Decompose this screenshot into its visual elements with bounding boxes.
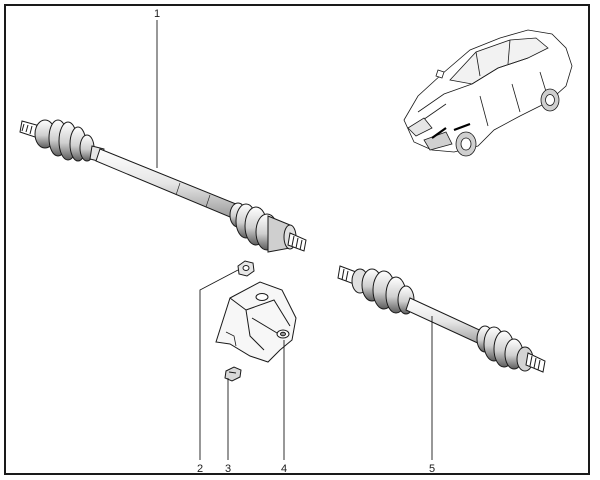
bearing-bracket xyxy=(215,281,297,363)
right-drive-shaft xyxy=(337,265,546,373)
car-inset xyxy=(403,29,573,157)
left-drive-shaft xyxy=(19,119,307,253)
callout-label-1: 1 xyxy=(154,8,160,20)
leader-line-2 xyxy=(199,269,239,460)
callout-label-3: 3 xyxy=(225,463,231,475)
callout-label-5: 5 xyxy=(429,463,435,475)
callout-label-2: 2 xyxy=(197,463,203,475)
nut xyxy=(237,260,255,277)
bolt xyxy=(224,366,242,382)
callout-label-4: 4 xyxy=(281,463,287,475)
